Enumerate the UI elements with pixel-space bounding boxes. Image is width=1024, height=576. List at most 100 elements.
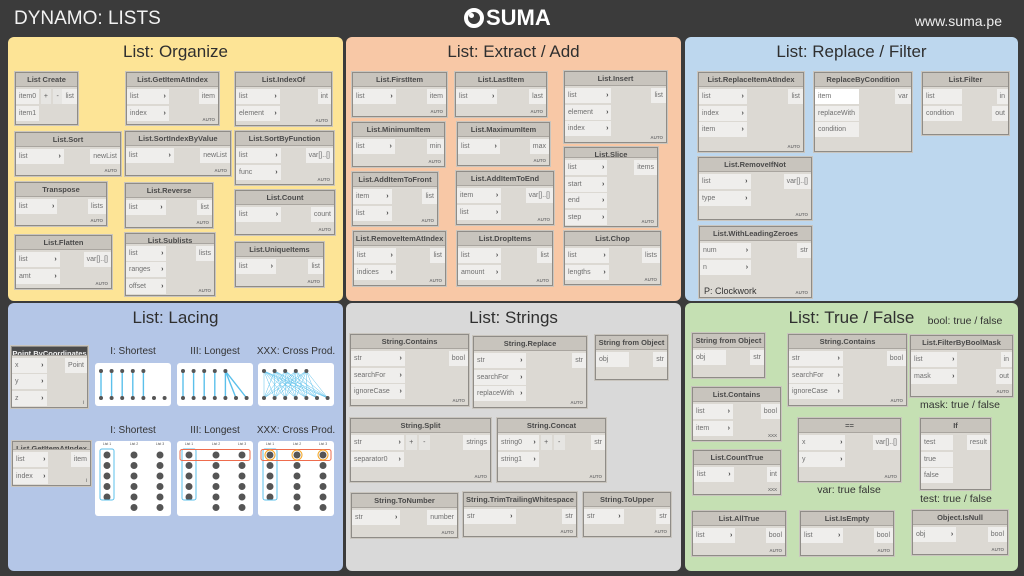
output-port-list[interactable]: list — [422, 189, 437, 204]
output-port-lists[interactable]: lists — [195, 245, 214, 261]
output-port-bool[interactable]: bool — [765, 528, 785, 543]
input-port-x[interactable]: x› — [799, 435, 846, 450]
output-port-str[interactable]: str — [797, 243, 811, 258]
remove-input-button[interactable]: - — [52, 89, 63, 104]
output-port-str[interactable]: str — [562, 509, 576, 524]
output-port-last[interactable]: last — [529, 89, 546, 104]
input-port-str[interactable]: str› — [474, 353, 526, 368]
output-port-bool[interactable]: bool — [448, 351, 468, 366]
input-port-list[interactable]: list› — [16, 149, 64, 164]
input-port-str[interactable]: str› — [584, 509, 624, 524]
input-port-end[interactable]: end› — [565, 193, 608, 208]
input-port-list[interactable]: list› — [126, 200, 166, 215]
input-port-separator0[interactable]: separator0› — [351, 451, 404, 467]
input-port-list[interactable]: list› — [353, 139, 395, 154]
input-port-step[interactable]: step› — [565, 209, 608, 225]
website-url[interactable]: www.suma.pe — [914, 13, 1002, 29]
input-port-list[interactable]: list› — [354, 248, 396, 263]
output-port-item[interactable]: item — [426, 89, 446, 104]
output-port-strings[interactable]: strings — [463, 435, 490, 450]
input-port-list[interactable]: list› — [458, 139, 500, 154]
remove-input-button[interactable]: - — [418, 435, 430, 450]
input-port-string1[interactable]: string1› — [498, 451, 539, 467]
output-port-var[interactable]: var[]..[] — [305, 148, 333, 163]
input-port-type[interactable]: type› — [699, 190, 751, 206]
input-port-string0[interactable]: string0› — [498, 435, 539, 450]
output-port-items[interactable]: items — [634, 160, 657, 175]
input-port-searchfor[interactable]: searchFor› — [474, 369, 526, 385]
output-port-list[interactable]: list — [537, 248, 552, 263]
input-port-list[interactable]: list› — [353, 89, 396, 104]
input-port-x[interactable]: x› — [12, 357, 47, 373]
input-port-str[interactable]: str› — [464, 509, 516, 524]
output-port-list[interactable]: list — [308, 259, 323, 274]
output-port-min[interactable]: min — [426, 139, 444, 154]
input-port-condition[interactable]: condition — [815, 122, 860, 137]
input-port-obj[interactable]: obj› — [913, 527, 957, 542]
output-port-list[interactable]: list — [62, 89, 77, 104]
output-port-lists[interactable]: lists — [641, 248, 660, 263]
input-port-item[interactable]: item› — [693, 420, 734, 436]
input-port-list[interactable]: list› — [699, 174, 751, 189]
output-port-item[interactable]: item — [198, 89, 218, 104]
input-port-list[interactable]: list› — [126, 245, 167, 261]
output-port-lists[interactable]: lists — [87, 199, 106, 214]
input-port-list[interactable]: list› — [911, 352, 958, 367]
input-port-str[interactable]: str› — [352, 510, 401, 525]
input-port-index[interactable]: index› — [565, 121, 612, 136]
input-port-z[interactable]: z› — [12, 390, 47, 406]
input-port-list[interactable]: list› — [565, 160, 608, 175]
output-port-max[interactable]: max — [529, 139, 549, 154]
input-port-element[interactable]: element› — [236, 105, 280, 121]
input-port-list[interactable]: list› — [801, 528, 844, 543]
input-port-indices[interactable]: indices› — [354, 264, 396, 280]
input-port-true[interactable]: true — [921, 451, 953, 467]
input-port-list[interactable]: list› — [16, 252, 60, 267]
input-port-str[interactable]: str› — [351, 435, 404, 450]
output-port-var[interactable]: var[]..[] — [783, 174, 811, 189]
input-port-searchfor[interactable]: searchFor› — [789, 367, 843, 383]
input-port-n[interactable]: n› — [700, 259, 752, 275]
output-port-out[interactable]: out — [992, 105, 1008, 121]
input-port-condition[interactable]: condition — [923, 105, 963, 121]
input-port-list[interactable]: list› — [236, 148, 281, 163]
input-port-start[interactable]: start› — [565, 176, 608, 192]
input-port-list[interactable]: list› — [236, 89, 280, 104]
input-port-item[interactable]: item› — [353, 189, 392, 204]
input-port-list[interactable]: list› — [127, 89, 169, 104]
output-port-in[interactable]: in — [996, 89, 1008, 104]
output-port-bool[interactable]: bool — [886, 351, 906, 366]
input-port-list[interactable]: list› — [693, 404, 734, 419]
input-port-test[interactable]: test — [921, 435, 953, 450]
input-port-list[interactable]: list› — [693, 528, 736, 543]
add-input-button[interactable]: + — [405, 435, 417, 450]
input-port-index[interactable]: index› — [13, 468, 49, 484]
output-port-int[interactable]: int — [766, 467, 780, 482]
input-port-list[interactable]: list› — [565, 88, 612, 103]
output-port-list[interactable]: list — [197, 200, 212, 215]
output-port-var[interactable]: var[]..[] — [872, 435, 900, 450]
remove-input-button[interactable]: - — [553, 435, 565, 450]
output-port-result[interactable]: result — [966, 435, 990, 450]
output-port-bool[interactable]: bool — [987, 527, 1007, 542]
